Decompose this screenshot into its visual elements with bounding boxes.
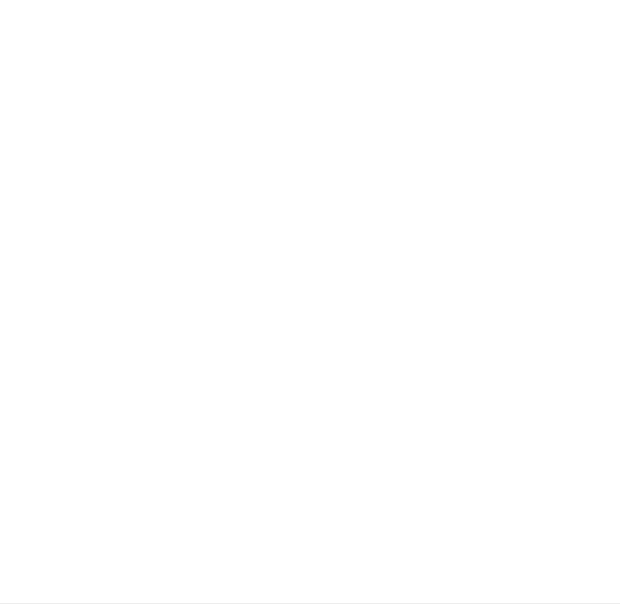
page-rule-line [0, 603, 620, 604]
figure-caption [0, 578, 620, 593]
